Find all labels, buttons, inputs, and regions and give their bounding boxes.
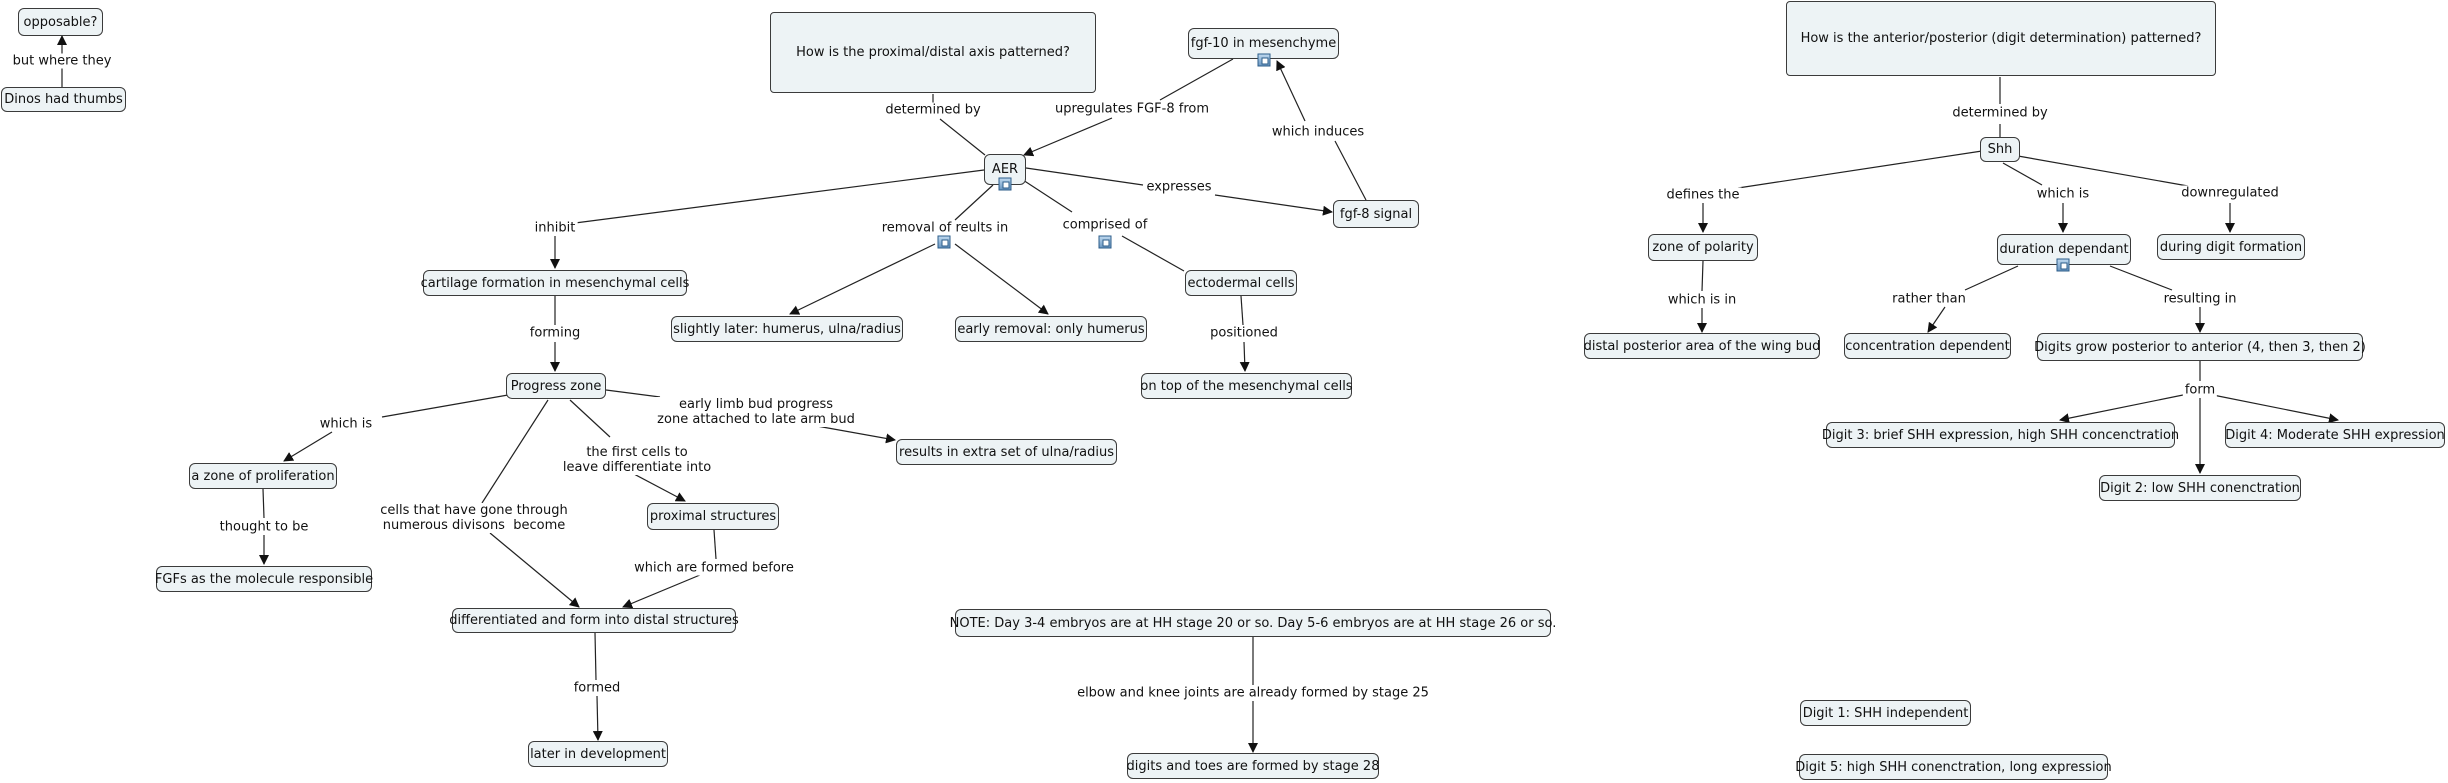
resource-image-icon[interactable] [1098, 235, 1112, 249]
link-defines-the[interactable]: defines the [1664, 187, 1742, 203]
concept-concentration-dependent[interactable]: concentration dependent [1844, 333, 2011, 359]
resource-image-icon[interactable] [998, 177, 1012, 191]
resource-image-icon[interactable] [937, 235, 951, 249]
concept-digit-5[interactable]: Digit 5: high SHH conenctration, long ex… [1795, 754, 2112, 780]
link-determined-by-ap[interactable]: determined by [1950, 105, 2050, 121]
concept-fgf-8-signal[interactable]: fgf-8 signal [1333, 200, 1419, 228]
concept-digit-1[interactable]: Digit 1: SHH independent [1800, 700, 1971, 726]
link-early-limb-bud[interactable]: early limb bud progress zone attached to… [655, 397, 857, 427]
concept-digit-2[interactable]: Digit 2: low SHH conenctration [2099, 475, 2301, 501]
link-comprised-of[interactable]: comprised of [1060, 217, 1150, 233]
concept-proximal-distal-question[interactable]: How is the proximal/distal axis patterne… [770, 12, 1096, 93]
concept-ectodermal-cells[interactable]: ectodermal cells [1185, 270, 1297, 296]
concept-zone-of-proliferation[interactable]: a zone of proliferation [189, 463, 337, 489]
concept-distal-posterior-area[interactable]: distal posterior area of the wing bud [1584, 333, 1820, 359]
link-thought-to-be[interactable]: thought to be [217, 519, 311, 535]
link-forming[interactable]: forming [527, 325, 583, 341]
link-form[interactable]: form [2182, 382, 2218, 398]
concept-proximal-structures[interactable]: proximal structures [647, 503, 779, 530]
link-but-where-they[interactable]: but where they [10, 53, 114, 69]
concept-on-top-of-mesenchymal[interactable]: on top of the mesenchymal cells [1140, 373, 1353, 399]
link-rather-than[interactable]: rather than [1890, 291, 1968, 307]
link-inhibit[interactable]: inhibit [532, 220, 578, 236]
link-formed[interactable]: formed [571, 680, 623, 696]
concept-during-digit-formation[interactable]: during digit formation [2157, 234, 2305, 260]
link-which-is-proliferation[interactable]: which is [317, 416, 375, 432]
link-determined-by-prox[interactable]: determined by [883, 102, 983, 118]
concept-digit-3[interactable]: Digit 3: brief SHH expression, high SHH … [1822, 422, 2179, 448]
concept-opposable[interactable]: opposable? [18, 8, 103, 36]
link-resulting-in[interactable]: resulting in [2161, 291, 2239, 307]
link-cells-gone-through[interactable]: cells that have gone through numerous di… [378, 503, 570, 533]
concept-extra-set-ulna-radius[interactable]: results in extra set of ulna/radius [896, 439, 1117, 465]
link-upregulates-fgf-8[interactable]: upregulates FGF-8 from [1053, 101, 1211, 117]
link-downregulated[interactable]: downregulated [2179, 185, 2281, 201]
concept-shh[interactable]: Shh [1980, 137, 2020, 162]
concept-anterior-posterior-question[interactable]: How is the anterior/posterior (digit det… [1786, 1, 2216, 76]
concept-fgfs-molecule[interactable]: FGFs as the molecule responsible [155, 566, 373, 592]
concept-digits-grow[interactable]: Digits grow posterior to anterior (4, th… [2034, 333, 2366, 361]
link-which-is-in[interactable]: which is in [1665, 292, 1739, 308]
concept-progress-zone[interactable]: Progress zone [506, 373, 606, 399]
link-positioned[interactable]: positioned [1208, 325, 1280, 341]
link-first-cells[interactable]: the first cells to leave differentiate i… [560, 445, 714, 475]
concept-digits-and-toes[interactable]: digits and toes are formed by stage 28 [1127, 753, 1379, 779]
concept-cartilage-formation[interactable]: cartilage formation in mesenchymal cells [421, 270, 689, 296]
link-expresses[interactable]: expresses [1144, 179, 1214, 195]
concept-note-stages[interactable]: NOTE: Day 3-4 embryos are at HH stage 20… [950, 609, 1556, 637]
link-elbow-knee-joints[interactable]: elbow and knee joints are already formed… [1075, 685, 1431, 701]
concept-slightly-later[interactable]: slightly later: humerus, ulna/radius [671, 316, 903, 342]
link-which-are-formed-before[interactable]: which are formed before [632, 560, 796, 576]
concept-zone-of-polarity[interactable]: zone of polarity [1648, 234, 1758, 261]
concept-early-removal[interactable]: early removal: only humerus [955, 316, 1147, 342]
resource-image-icon[interactable] [1257, 53, 1271, 67]
concept-digit-4[interactable]: Digit 4: Moderate SHH expression [2225, 422, 2445, 448]
concept-dinos-had-thumbs[interactable]: Dinos had thumbs [1, 87, 126, 112]
concept-differentiated-distal[interactable]: differentiated and form into distal stru… [449, 608, 739, 633]
concept-later-in-development[interactable]: later in development [528, 741, 668, 767]
link-which-induces[interactable]: which induces [1269, 124, 1367, 140]
link-which-is-duration[interactable]: which is [2034, 186, 2092, 202]
resource-image-icon[interactable] [2056, 258, 2070, 272]
link-removal-of-results[interactable]: removal of reults in [879, 220, 1011, 236]
